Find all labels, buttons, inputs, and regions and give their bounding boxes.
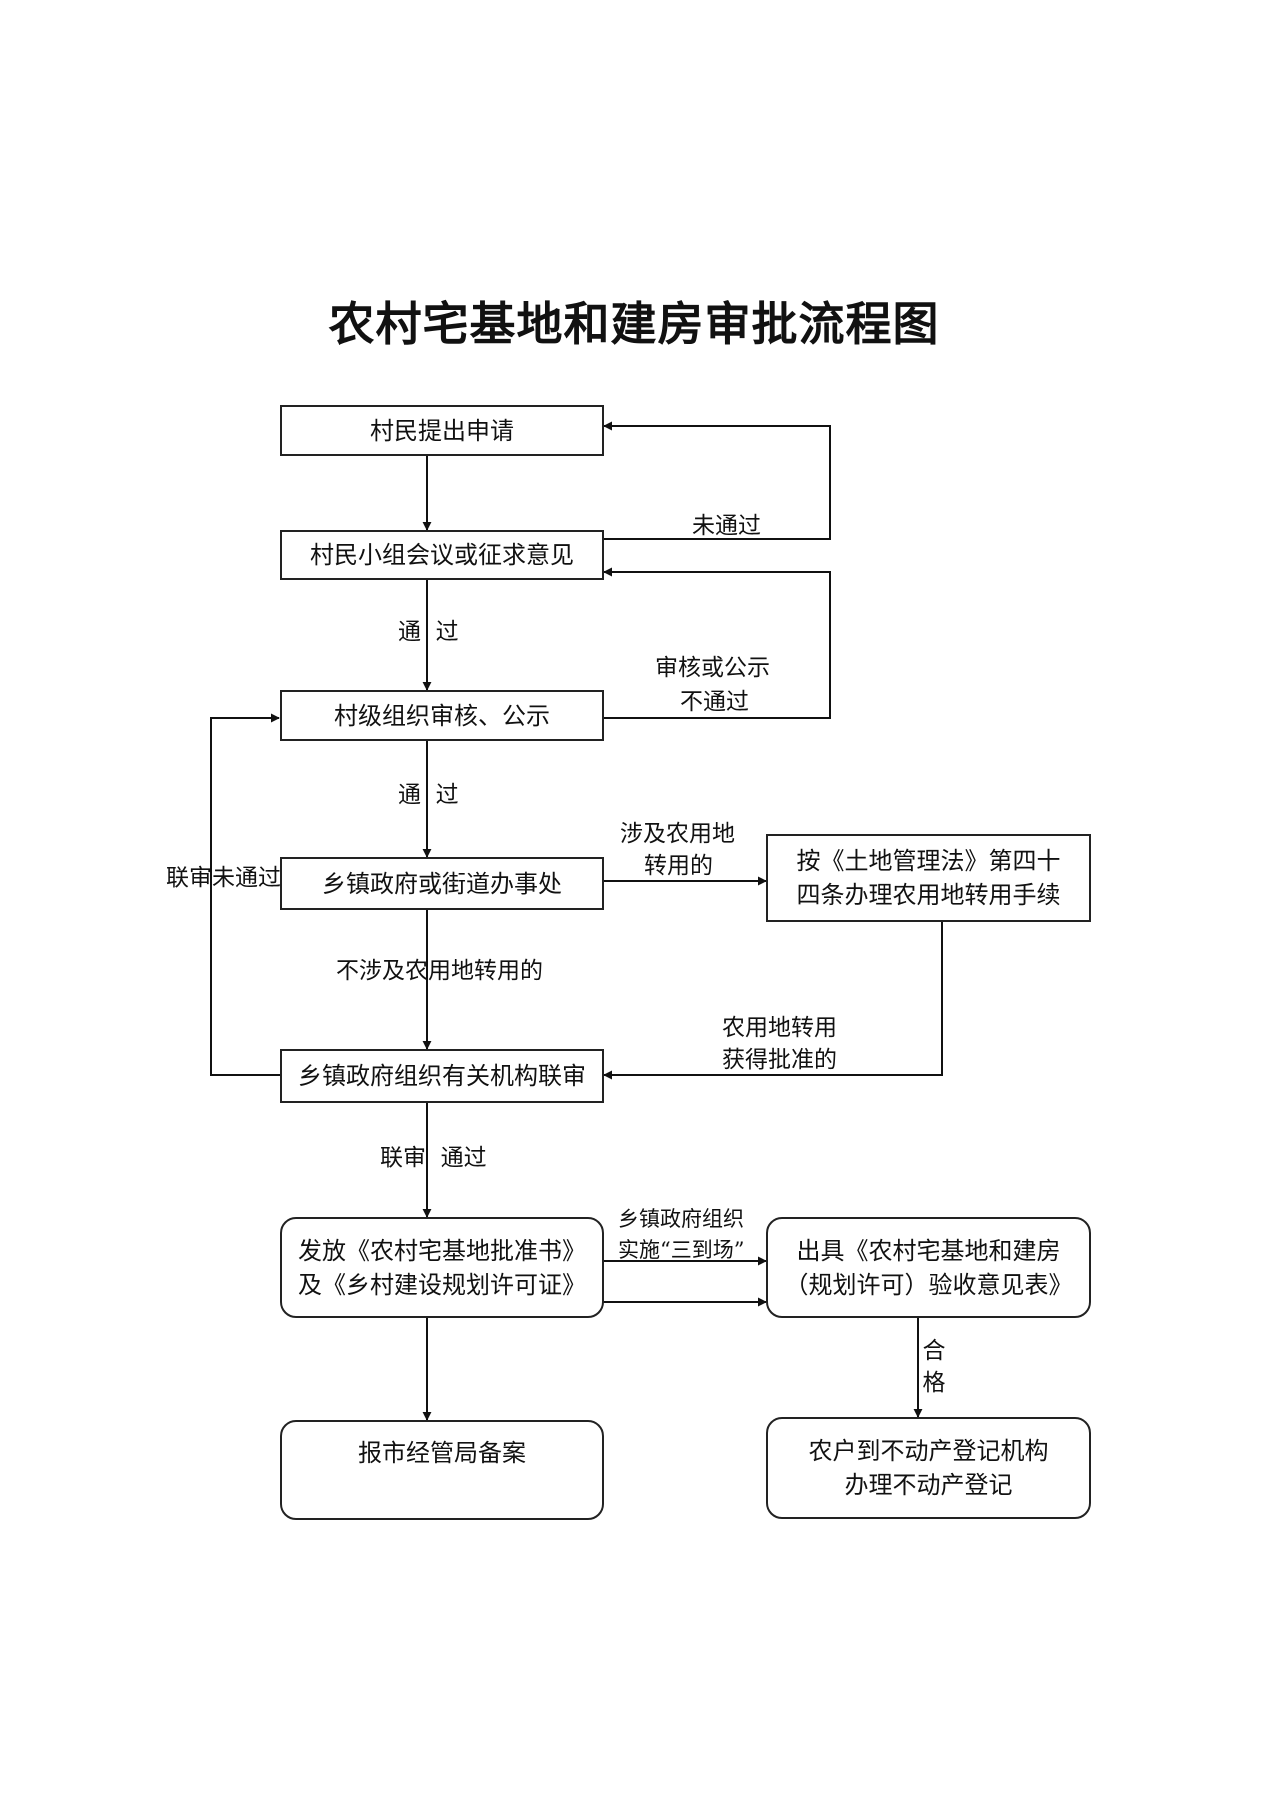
node-issue-line1: 发放《农村宅基地批准书》 (298, 1236, 586, 1265)
node-issue-line2: 及《乡村建设规划许可证》 (298, 1270, 586, 1299)
label-pass-2: 通 过 (398, 782, 459, 808)
node-apply: 村民提出申请 (280, 405, 604, 456)
node-joint-review: 乡镇政府组织有关机构联审 (280, 1049, 604, 1103)
node-filing: 报市经管局备案 (280, 1420, 604, 1520)
label-three-line1: 乡镇政府组织 (618, 1207, 744, 1231)
label-pass-1: 通 过 (398, 619, 459, 645)
label-review-fail-line1: 审核或公示 (655, 655, 770, 681)
label-qualified: 合格 (922, 1338, 946, 1396)
label-farmland-line1: 涉及农用地 (620, 821, 735, 847)
node-group-meeting-text: 村民小组会议或征求意见 (310, 541, 574, 569)
node-joint-review-text: 乡镇政府组织有关机构联审 (298, 1062, 586, 1090)
page-title: 农村宅基地和建房审批流程图 (328, 297, 940, 351)
node-land-law: 按《土地管理法》第四十 四条办理农用地转用手续 (766, 834, 1091, 922)
node-registration-line1: 农户到不动产登记机构 (808, 1437, 1049, 1465)
node-registration-line2: 办理不动产登记 (844, 1471, 1013, 1499)
arrow-land-law-to-joint (603, 922, 943, 1080)
node-issue-certificates: 发放《农村宅基地批准书》 及《乡村建设规划许可证》 (280, 1217, 604, 1318)
label-joint-fail: 联审未通过 (166, 865, 281, 891)
label-joint-pass: 联审 通过 (380, 1145, 487, 1171)
node-township-text: 乡镇政府或街道办事处 (322, 869, 562, 898)
arrow-review-fail-return (603, 567, 831, 719)
label-three-line2: 实施“三到场” (618, 1238, 745, 1262)
node-filing-text: 报市经管局备案 (358, 1439, 526, 1467)
label-not-passed: 未通过 (692, 513, 761, 539)
label-no-farmland: 不涉及农用地转用的 (336, 958, 543, 984)
node-group-meeting: 村民小组会议或征求意见 (280, 530, 604, 580)
label-approved-line1: 农用地转用 (722, 1015, 837, 1041)
node-acceptance-line2: （规划许可）验收意见表》 (784, 1270, 1073, 1299)
node-acceptance: 出具《农村宅基地和建房 （规划许可）验收意见表》 (766, 1217, 1091, 1318)
node-apply-text: 村民提出申请 (370, 416, 514, 445)
node-registration: 农户到不动产登记机构 办理不动产登记 (766, 1417, 1091, 1519)
node-village-review: 村级组织审核、公示 (280, 690, 604, 741)
node-land-law-line2: 四条办理农用地转用手续 (796, 881, 1061, 909)
label-approved-line2: 获得批准的 (722, 1047, 837, 1073)
arrow-joint-fail-return (210, 713, 280, 1076)
arrow-not-passed-return (603, 421, 831, 540)
node-township: 乡镇政府或街道办事处 (280, 857, 604, 910)
node-village-review-text: 村级组织审核、公示 (334, 701, 550, 730)
label-review-fail-line2: 不通过 (680, 689, 749, 715)
label-farmland-line2: 转用的 (644, 853, 713, 879)
node-land-law-line1: 按《土地管理法》第四十 (796, 847, 1061, 875)
node-acceptance-line1: 出具《农村宅基地和建房 (796, 1236, 1061, 1265)
